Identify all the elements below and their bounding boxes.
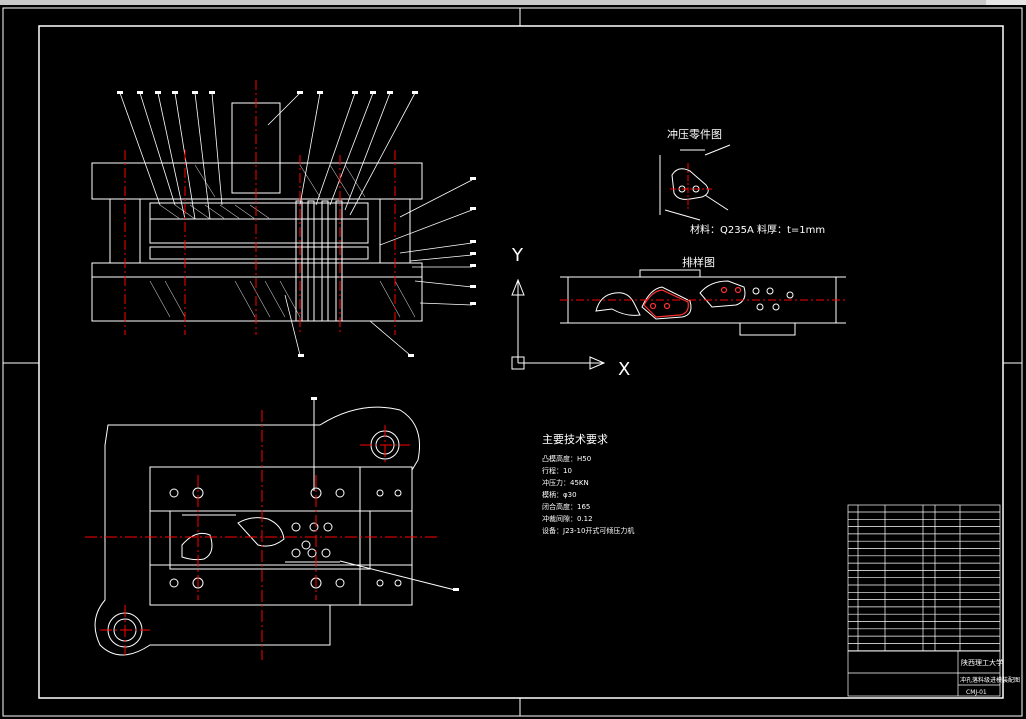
tech-line-5: 闭合高度：165 — [542, 502, 590, 511]
tech-line-6: 冲裁间隙：0.12 — [542, 514, 593, 523]
window-controls[interactable] — [986, 0, 1026, 5]
tech-line-4: 模柄：φ30 — [542, 490, 577, 499]
ucs-y-label: Y — [511, 245, 524, 266]
ucs-axis-icon: Y X — [511, 245, 630, 380]
title-block: 陕西理工大学 冲孔落料级进模装配图 CMJ-01 — [847, 650, 1020, 697]
title-block-school: 陕西理工大学 — [961, 658, 1003, 667]
strip-layout-drawing: 排样图 — [560, 255, 846, 336]
material-label: 材料：Q235A 料厚：t=1mm — [690, 223, 825, 236]
technical-requirements: 主要技术要求 凸模高度：H50 行程：10 冲压力：45KN 模柄：φ30 闭合… — [542, 433, 634, 535]
tech-line-1: 凸模高度：H50 — [542, 454, 591, 463]
title-block-drawing-name: 冲孔落料级进模装配图 — [960, 676, 1020, 684]
tech-line-3: 冲压力：45KN — [542, 478, 589, 487]
tech-line-2: 行程：10 — [542, 466, 572, 475]
tech-requirements-title: 主要技术要求 — [542, 433, 608, 446]
window-title-bar — [0, 0, 1026, 5]
sheet-inner-border — [38, 25, 1004, 699]
sheet-zone-ticks — [3, 8, 1022, 716]
die-plan-view — [85, 397, 459, 660]
title-block-drawing-no: CMJ-01 — [966, 689, 987, 696]
stamping-part-drawing: 冲压零件图 材料：Q235A 料厚：t=1mm — [659, 127, 825, 236]
strip-layout-title: 排样图 — [682, 255, 715, 269]
die-section-view — [91, 80, 476, 357]
ucs-x-label: X — [618, 359, 630, 380]
bom-table — [847, 504, 1001, 652]
sheet-outer-border — [2, 7, 1023, 717]
tech-line-7: 设备：J23-10开式可倾压力机 — [542, 526, 634, 535]
stamping-part-title: 冲压零件图 — [667, 127, 722, 141]
cad-drawing-canvas[interactable]: 冲压零件图 材料：Q235A 料厚：t=1mm 排样图 — [0, 5, 1026, 719]
